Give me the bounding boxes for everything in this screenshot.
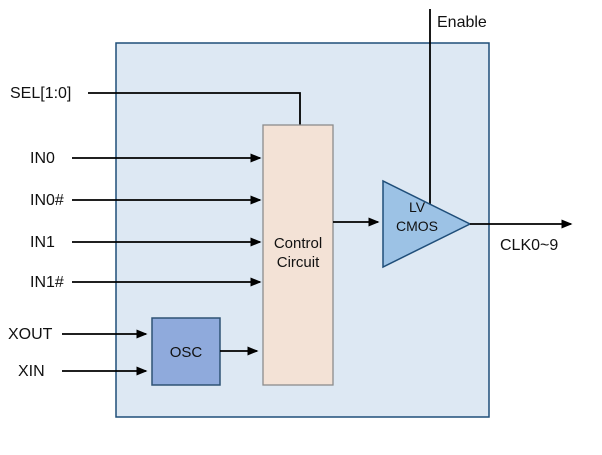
sel-label: SEL[1:0]	[10, 85, 71, 102]
xout-label: XOUT	[8, 326, 53, 343]
enable-label: Enable	[437, 14, 487, 31]
xin-label: XIN	[18, 363, 45, 380]
control-circuit-block	[262, 124, 334, 386]
clk-output-label: CLK0~9	[500, 237, 558, 254]
osc-label: OSC	[170, 344, 203, 361]
control-circuit-label-line2: Circuit	[277, 254, 320, 271]
lvcmos-label-line2: CMOS	[396, 218, 438, 234]
osc-block	[151, 317, 221, 386]
in1n-label: IN1#	[30, 274, 64, 291]
lvcmos-label-line1: LV	[409, 199, 426, 215]
sel-wire	[88, 92, 301, 125]
lvcmos-buffer	[382, 179, 472, 269]
in0-label: IN0	[30, 150, 55, 167]
in0n-label: IN0#	[30, 192, 64, 209]
control-circuit-label-line1: Control	[274, 235, 322, 252]
in1-label: IN1	[30, 234, 55, 251]
